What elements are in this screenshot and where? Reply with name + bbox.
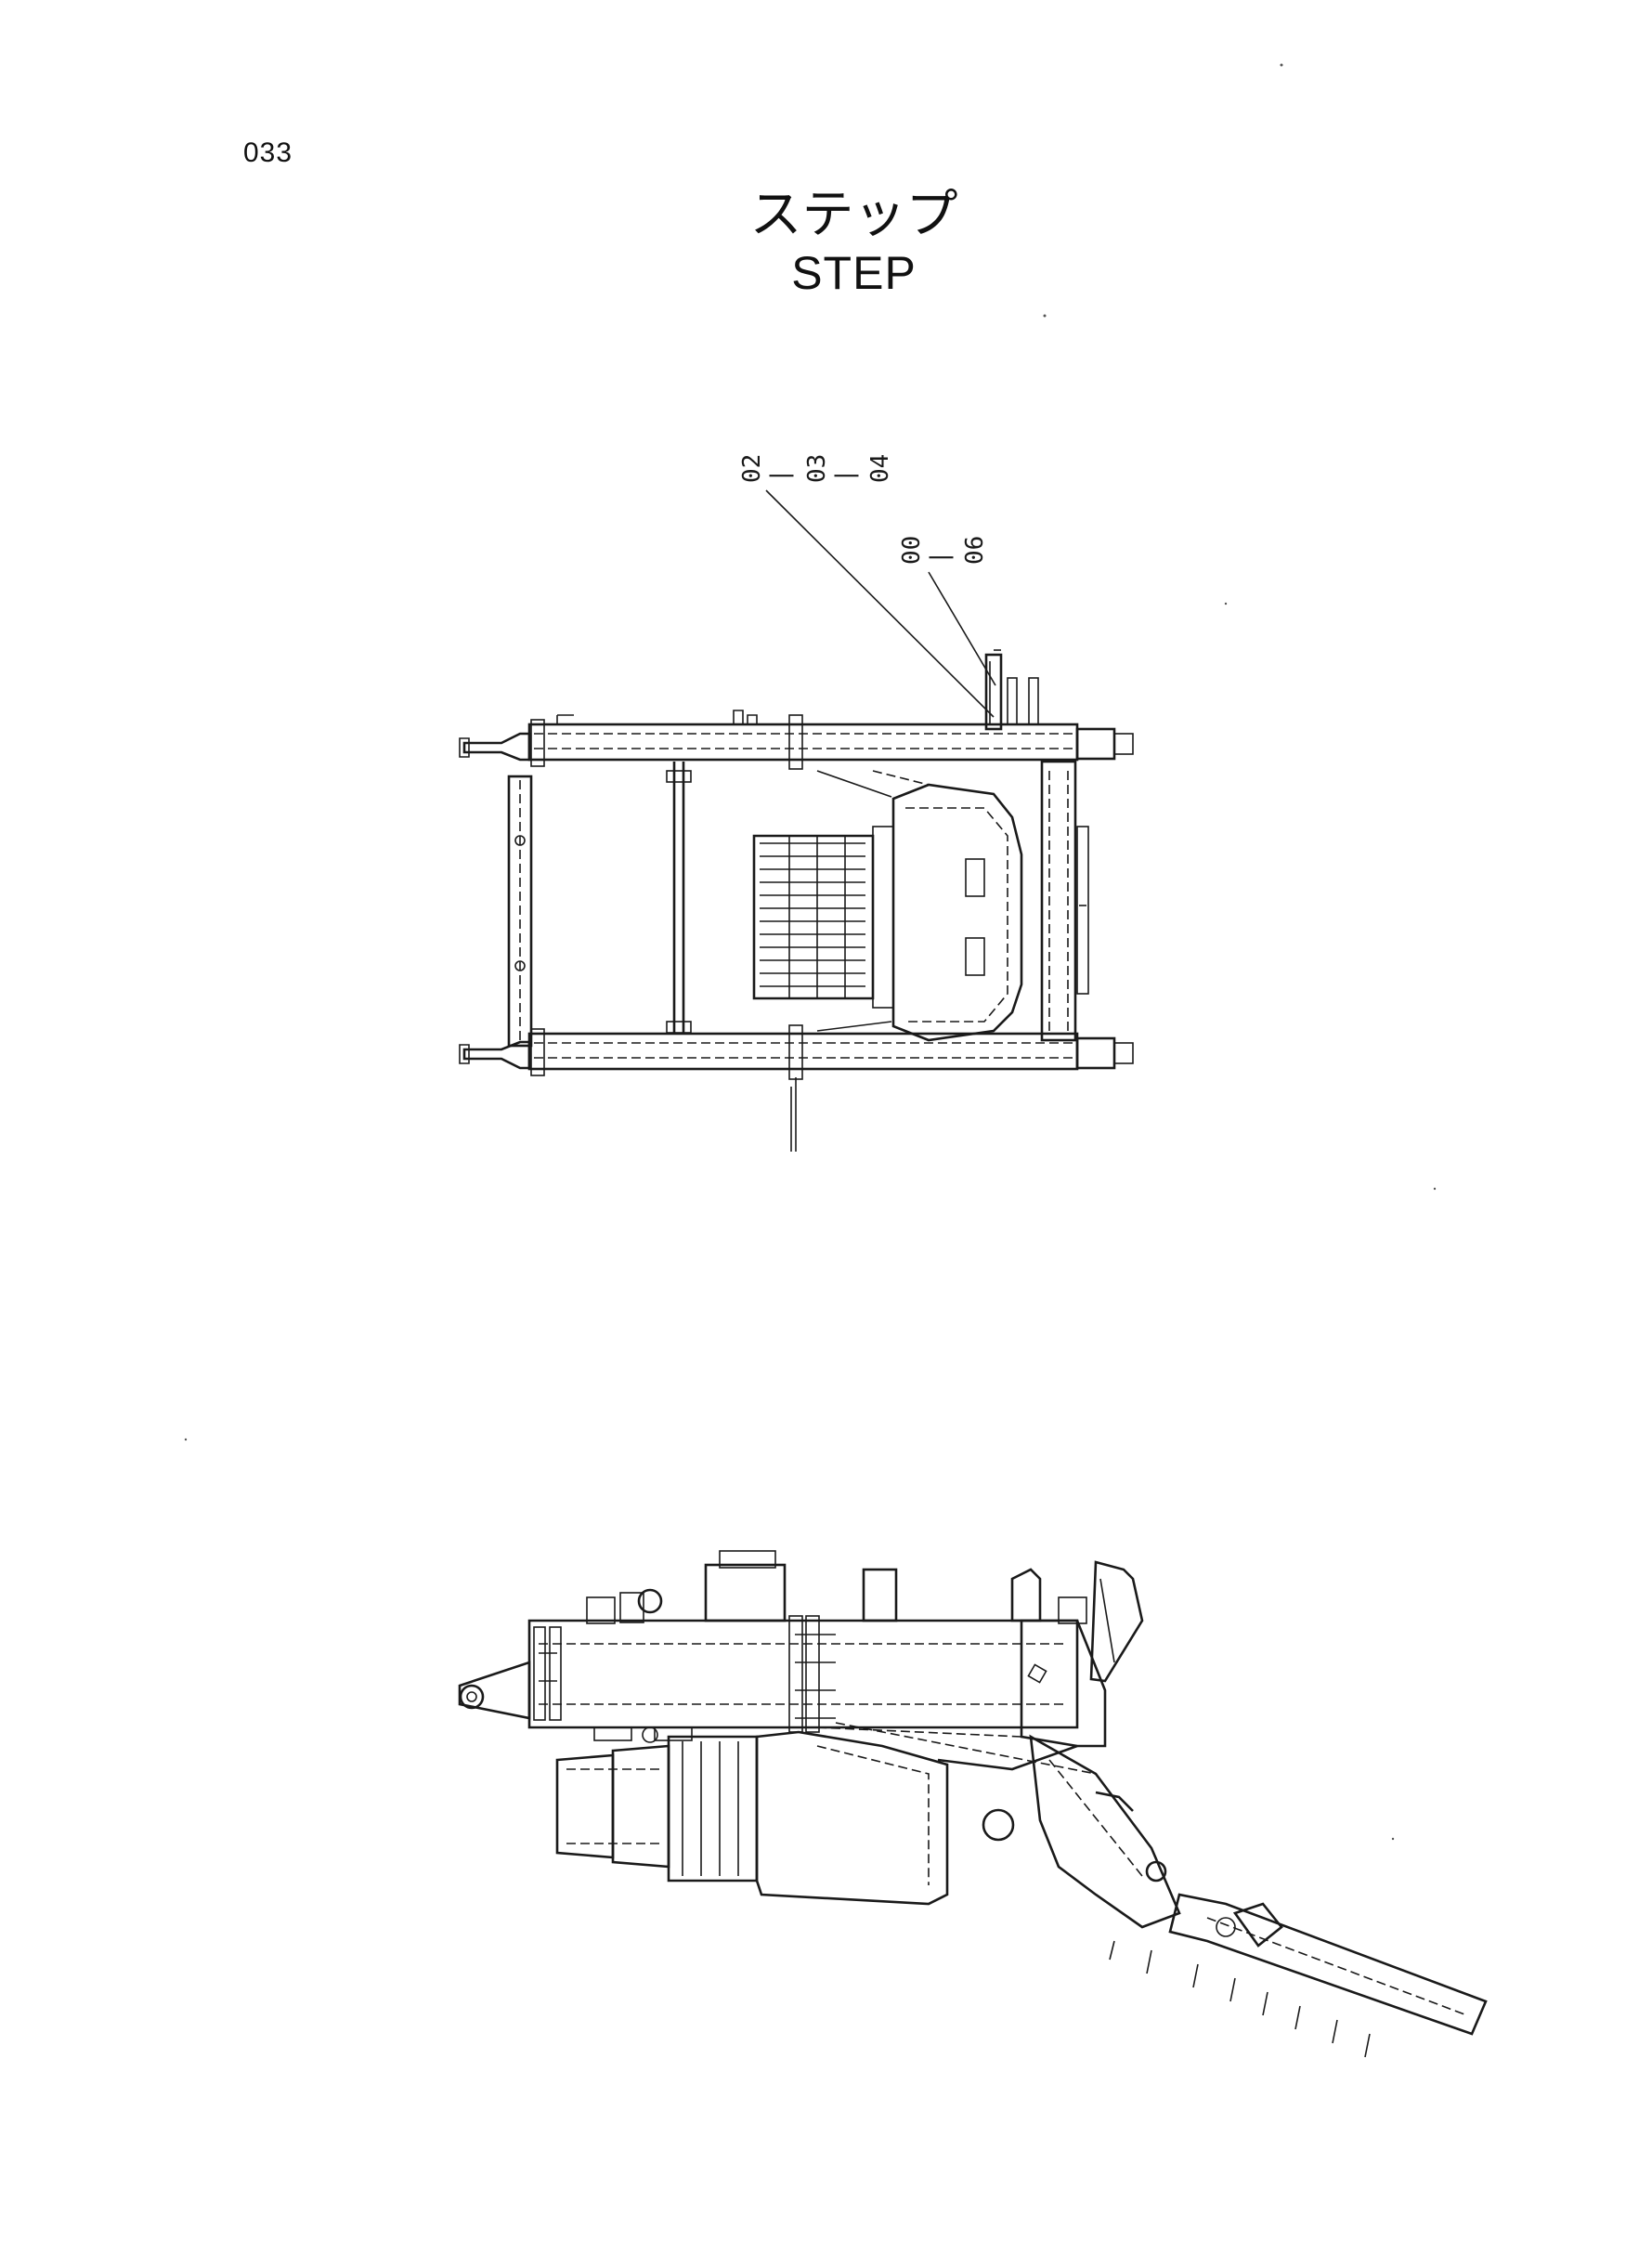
step-plate-side[interactable]: [1089, 1560, 1144, 1683]
callout-04[interactable]: 04: [866, 454, 894, 483]
callout-03[interactable]: 03: [803, 454, 831, 483]
top-view-frame: [459, 649, 1134, 1152]
callout-02[interactable]: 02: [738, 454, 766, 483]
title-english: STEP: [791, 247, 917, 299]
side-view-frame: [458, 1550, 1488, 2058]
page-title: ステップ STEP: [0, 186, 1652, 301]
callout-separator: |: [926, 550, 954, 565]
callout-separator: |: [831, 468, 859, 483]
callout-separator: |: [766, 468, 794, 483]
scan-specks: [184, 63, 1437, 1841]
callout-06[interactable]: 06: [961, 536, 989, 565]
callout-group-right: 00 | 06: [898, 536, 989, 565]
ripper-teeth: [1109, 1940, 1371, 2058]
leader-lines: [765, 489, 996, 718]
callout-group-top: 02 | 03 | 04: [738, 454, 894, 483]
title-japanese: ステップ: [749, 185, 958, 245]
cooler-fins: [760, 836, 865, 998]
page-number: 033: [243, 137, 293, 168]
step-bracket-top[interactable]: [984, 649, 1039, 731]
callout-00[interactable]: 00: [898, 536, 926, 565]
